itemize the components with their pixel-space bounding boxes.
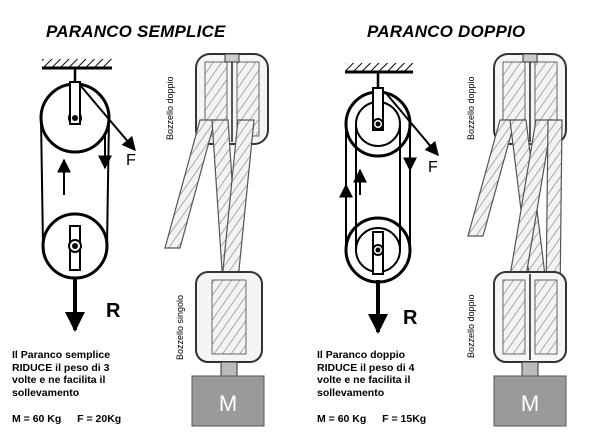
simple-pulley-schematic: F R <box>39 59 136 332</box>
mass-block <box>191 375 265 427</box>
title-simple: PARANCO SEMPLICE <box>46 22 226 41</box>
mass-block <box>493 375 567 427</box>
load-label: R <box>106 300 121 322</box>
desc-line: volte e ne facilita il <box>12 374 106 386</box>
desc-line: RIDUCE il peso di 4 <box>317 362 445 375</box>
desc-text: il peso di 3 <box>52 361 110 374</box>
label-top-block-right: Bozzello doppio <box>466 76 476 140</box>
simple-pulley-illustration: M <box>164 53 269 427</box>
desc-emphasis: RIDUCE <box>317 361 358 374</box>
label-top-block-left: Bozzello doppio <box>165 76 175 140</box>
formula-force: F = 15Kg <box>382 413 427 425</box>
description-simple: Il Paranco semplice RIDUCE il peso di 3 … <box>12 349 140 399</box>
ceiling-hatch <box>345 63 413 71</box>
desc-line: volte e ne facilita il <box>317 374 411 386</box>
desc-line: Il Paranco semplice <box>12 349 111 361</box>
desc-line: RIDUCE il peso di 3 <box>12 362 140 375</box>
description-double: Il Paranco doppio RIDUCE il peso di 4 vo… <box>317 349 445 399</box>
formula-simple: M = 60 Kg F = 20Kg <box>12 413 121 425</box>
force-arrow <box>79 84 136 152</box>
rope-left <box>40 117 44 247</box>
load-label: R <box>403 307 418 329</box>
rope-strand-1 <box>164 119 216 249</box>
label-bottom-block-left: Bozzello singolo <box>175 294 185 360</box>
title-double: PARANCO DOPPIO <box>367 22 526 41</box>
formula-mass: M = 60 Kg <box>317 413 367 425</box>
desc-line: Il Paranco doppio <box>317 349 406 361</box>
mass-label: M <box>521 391 539 416</box>
desc-emphasis: RIDUCE <box>12 361 53 374</box>
force-arrow <box>384 91 439 157</box>
ceiling-hatch <box>42 59 112 67</box>
desc-line: sollevamento <box>12 386 80 399</box>
desc-text: il peso di 4 <box>357 361 415 374</box>
formula-mass: M = 60 Kg <box>12 413 62 425</box>
double-pulley-schematic: F R <box>339 63 439 334</box>
mass-label: M <box>219 391 237 416</box>
double-pulley-illustration: M <box>467 53 567 427</box>
rope-right <box>106 117 110 247</box>
force-label: F <box>126 152 136 169</box>
force-label: F <box>428 159 438 176</box>
formula-force: F = 20Kg <box>77 413 122 425</box>
desc-line: sollevamento <box>317 386 385 399</box>
label-bottom-block-right: Bozzello doppio <box>466 294 476 358</box>
formula-double: M = 60 Kg F = 15Kg <box>317 413 426 425</box>
